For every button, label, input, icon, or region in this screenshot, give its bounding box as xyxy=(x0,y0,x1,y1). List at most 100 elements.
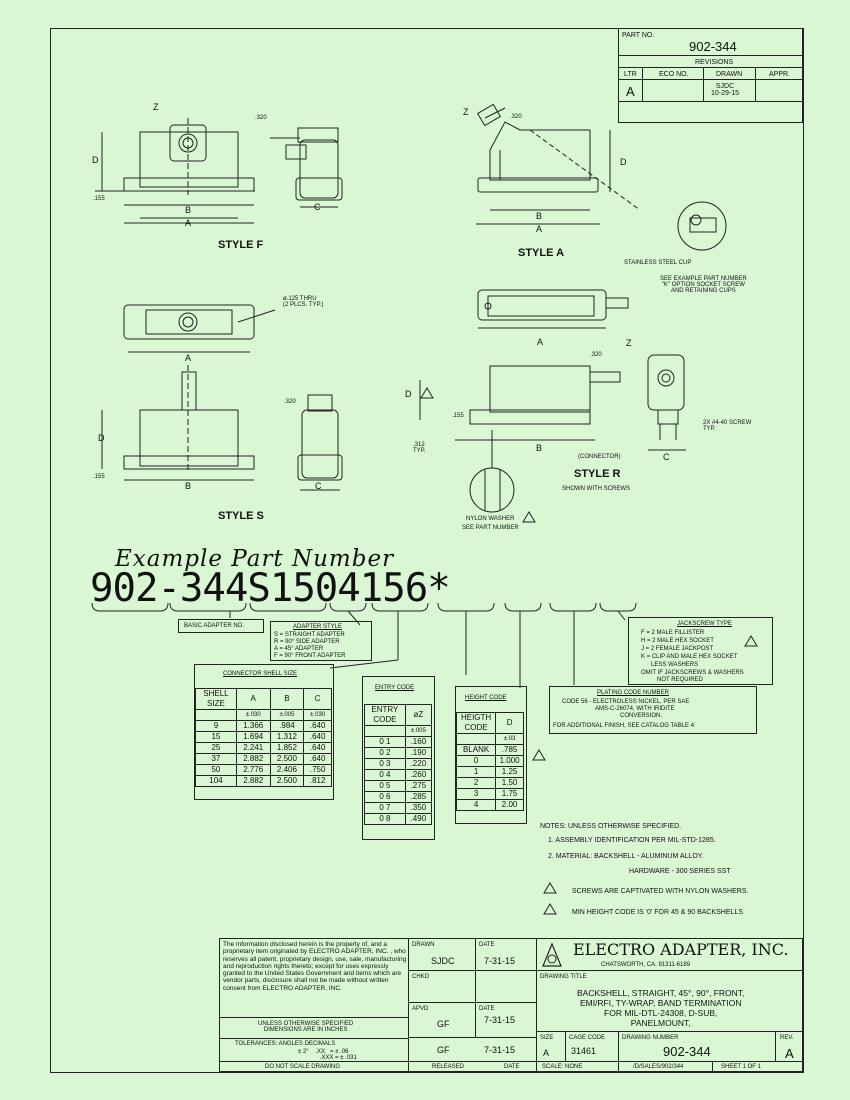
height-cell: 2 xyxy=(455,777,497,789)
entry-cell: 0 8 xyxy=(364,813,406,825)
apvd-box: APVD GF xyxy=(408,1002,476,1038)
dim-155-f: .155 xyxy=(93,196,105,202)
dim-d-s: D xyxy=(98,433,105,443)
shell-cell: 37 xyxy=(195,753,237,765)
shell-cell: 2.500 xyxy=(269,753,305,765)
proprietary-box: The information disclosed herein is the … xyxy=(219,938,409,1018)
table-row: 0 5.275 xyxy=(364,780,433,792)
shell-cell: 1.312 xyxy=(269,731,305,743)
released-label-box: RELEASED DATE xyxy=(408,1061,537,1072)
example-number: 902-344S1504156* xyxy=(90,566,451,611)
shell-cell: .750 xyxy=(303,764,332,776)
dim-z-a: Z xyxy=(463,107,469,117)
note-3-marker: 3 xyxy=(548,887,552,893)
height-cell: 1 xyxy=(455,766,497,778)
part-no: 902-344 xyxy=(689,39,737,54)
company-logo-icon xyxy=(542,942,562,967)
height-cell: BLANK xyxy=(455,744,497,756)
entry-header-cell: øZ xyxy=(404,704,433,726)
do-not-scale-box: DO NOT SCALE DRAWING xyxy=(219,1061,409,1072)
dim-320-s: .320 xyxy=(284,399,296,405)
note-4-marker: 4 xyxy=(548,908,552,914)
height-tolerance-cell xyxy=(455,733,497,745)
dim-d-a: D xyxy=(620,157,627,167)
style-s-side-view xyxy=(297,394,343,491)
entry-cell: 0 6 xyxy=(364,791,406,803)
dim-155-r: .155 xyxy=(452,413,464,419)
shell-cell: .984 xyxy=(269,720,305,732)
dim-155-s: .155 xyxy=(93,474,105,480)
shell-header-cell: A xyxy=(235,688,271,710)
entry-tolerance-cell: ±.005 xyxy=(404,725,433,737)
shell-tolerance-cell: ±.030 xyxy=(235,709,271,721)
height-cell: 3 xyxy=(455,788,497,800)
table-row: 0 6.285 xyxy=(364,791,433,803)
height-header-cell: D xyxy=(495,712,524,734)
dim-d-r: D xyxy=(405,389,412,399)
table-row: 0 1.160 xyxy=(364,736,433,748)
dwg-number-box: DRAWING NUMBER 902-344 xyxy=(618,1031,776,1062)
shell-cell: 104 xyxy=(195,775,237,787)
tolerance-box: TOLERANCES: ANGLES DECIMALS ± 2° .XX = ±… xyxy=(219,1038,409,1062)
dim-320-f: .320 xyxy=(255,115,267,121)
apvd-date-box: DATE 7-31-15 xyxy=(475,1002,537,1038)
dim-c-s: C xyxy=(315,481,322,491)
entry-table: ENTRY CODE xyxy=(362,676,435,840)
sheet-box: SHEET 1 OF 1 xyxy=(712,1061,803,1072)
entry-cell: .490 xyxy=(404,813,433,825)
part-no-label: PART NO. xyxy=(622,32,655,39)
table-row: BLANK.785 xyxy=(455,744,524,756)
label-style-r-sub: SHOWN WITH SCREWS xyxy=(562,486,630,492)
shell-cell: .640 xyxy=(303,742,332,754)
company-name: ELECTRO ADAPTER, INC. xyxy=(573,940,789,959)
adapter-style-box: ADAPTER STYLE S = STRAIGHT ADAPTER R = 9… xyxy=(270,621,372,661)
table-row: 0 2.190 xyxy=(364,747,433,759)
stainless-cup: STAINLESS STEEL CUP xyxy=(624,260,692,266)
shell-cell: .640 xyxy=(303,731,332,743)
style-s-front-view xyxy=(101,365,255,481)
entry-cell: .260 xyxy=(404,769,433,781)
shell-header-cell: SHELL SIZE xyxy=(195,688,237,710)
note-2: 2. MATERIAL: BACKSHELL - ALUMINUM ALLOY. xyxy=(548,853,704,860)
shell-cell: 9 xyxy=(195,720,237,732)
shell-tolerance-cell xyxy=(195,709,237,721)
shell-cell: 50 xyxy=(195,764,237,776)
example-heading: Example Part Number xyxy=(115,546,395,572)
height-cell: 1.000 xyxy=(495,755,524,767)
drawing-title: BACKSHELL, STRAIGHT, 45°, 90°, FRONT, EM… xyxy=(577,988,745,1028)
entry-cell: .220 xyxy=(404,758,433,770)
screw-label: 2X #4-40 SCREW TYP. xyxy=(703,420,752,432)
height-table: HEIGHT CODE xyxy=(455,686,527,824)
height-cell: 2.00 xyxy=(495,799,524,811)
height-cell: 1.25 xyxy=(495,766,524,778)
connector-label: (CONNECTOR) xyxy=(578,454,621,460)
label-style-a: STYLE A xyxy=(518,247,565,259)
shell-cell: .640 xyxy=(303,753,332,765)
entry-cell: 0 1 xyxy=(364,736,406,748)
entry-cell: 0 7 xyxy=(364,802,406,814)
style-f-front-view xyxy=(95,118,255,224)
shell-cell: .640 xyxy=(303,720,332,732)
shell-tolerance-cell: ±.030 xyxy=(303,709,332,721)
dim-320-a: .320 xyxy=(510,114,522,120)
drawn-box: DRAWN SJDC xyxy=(408,938,476,971)
shell-cell: 2.882 xyxy=(235,753,271,765)
entry-cell: 0 4 xyxy=(364,769,406,781)
scale-box: SCALE: NONE xyxy=(536,1061,619,1072)
height-header-cell: HEIGTH CODE xyxy=(455,712,497,734)
dim-c-f: C xyxy=(314,202,321,212)
size-box: SIZE A xyxy=(536,1031,566,1062)
entry-cell: 0 5 xyxy=(364,780,406,792)
dim-b-r: B xyxy=(536,443,543,453)
shell-cell: 25 xyxy=(195,742,237,754)
